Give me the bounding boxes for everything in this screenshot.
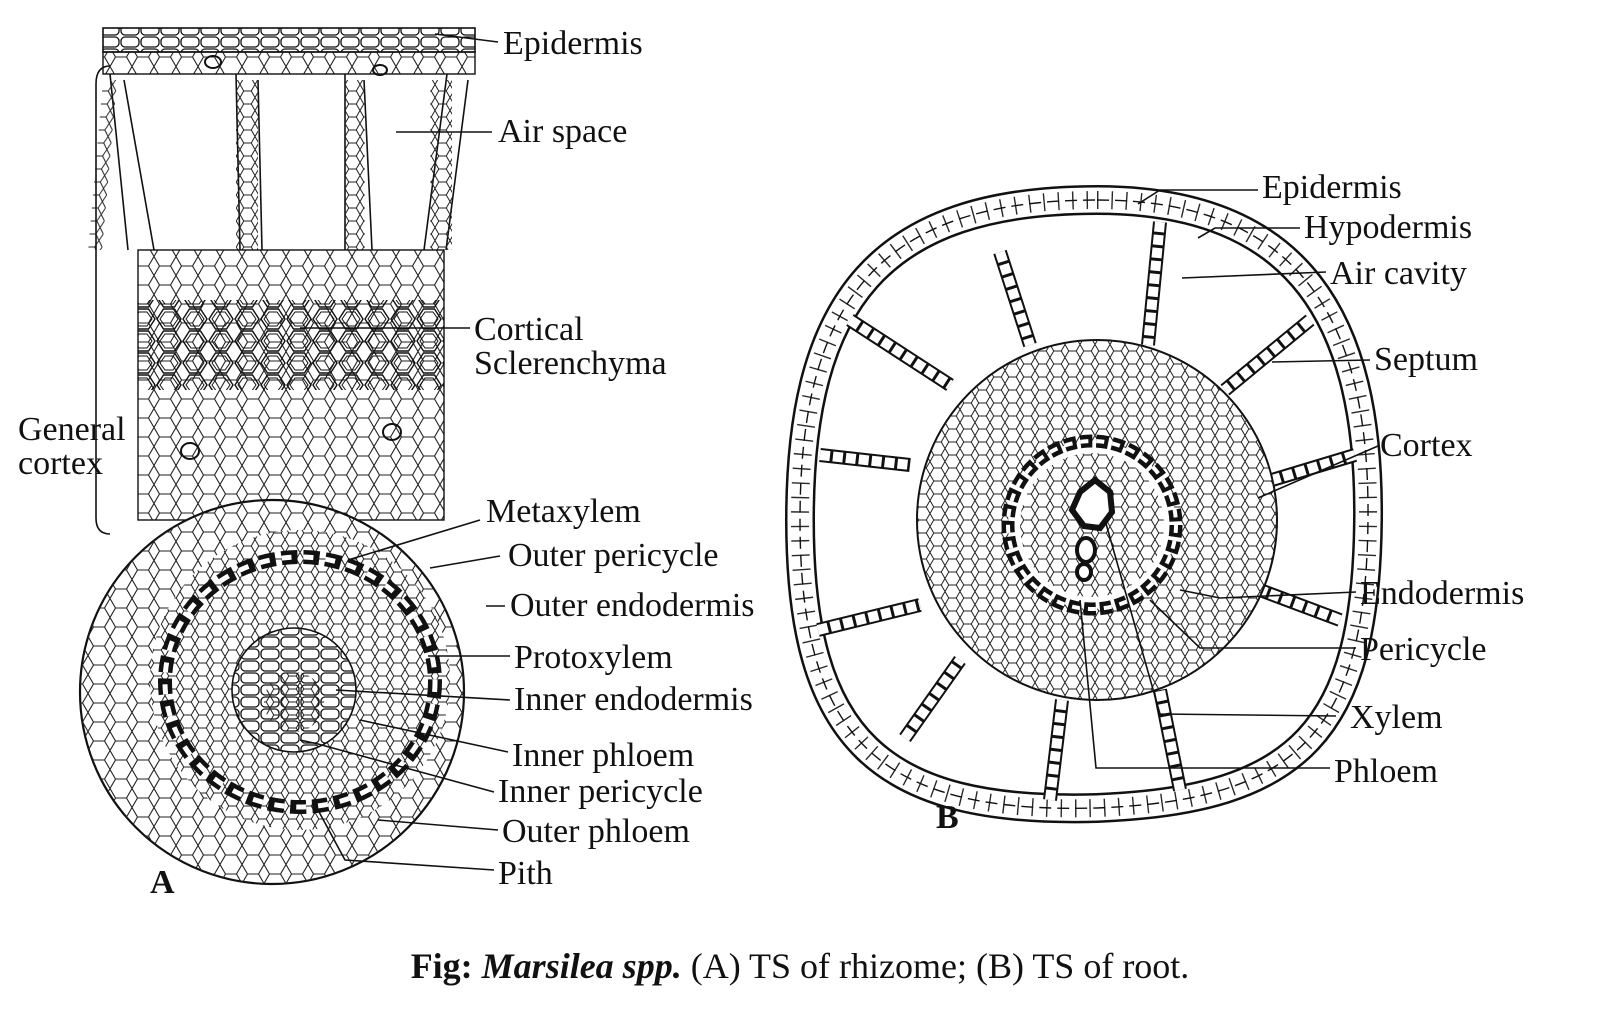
root-drawing [784,184,1384,824]
caption-text: (A) TS of rhizome; (B) TS of root. [690,946,1190,986]
panel-letter-a: A [150,864,175,901]
label-protoxylem: Protoxylem [514,639,673,676]
label-metaxylem: Metaxylem [486,493,641,530]
label-air-space: Air space [498,113,627,150]
label-general: General [18,411,126,448]
caption-species: Marsilea spp. [481,946,682,986]
label-sclerenchyma: Sclerenchyma [474,345,667,382]
label-inner-endodermis: Inner endodermis [514,681,753,718]
label-cortical: Cortical [474,311,584,348]
label-endodermis: Endodermis [1360,575,1524,612]
label-xylem: Xylem [1350,699,1443,736]
label-outer-pericycle: Outer pericycle [508,537,719,574]
panel-letter-b: B [936,799,959,836]
label-septum: Septum [1374,341,1478,378]
label-hypodermis: Hypodermis [1304,209,1472,246]
label-cortex-b: Cortex [1380,427,1473,464]
label-pith: Pith [498,855,553,892]
label-cortex-a: cortex [18,445,103,482]
caption-prefix: Fig: [410,946,473,986]
rhizome-leader-lines [299,33,511,871]
label-epidermis-b: Epidermis [1262,169,1402,206]
label-pericycle: Pericycle [1360,631,1487,668]
label-outer-phloem: Outer phloem [502,813,690,850]
label-phloem: Phloem [1334,753,1438,790]
label-inner-phloem: Inner phloem [512,737,694,774]
label-inner-pericycle: Inner pericycle [498,773,703,810]
label-air-cavity: Air cavity [1330,255,1467,292]
root-leader-lines [1079,189,1379,769]
rhizome-labels: Epidermis Air space Cortical Sclerenchym… [18,25,755,901]
rhizome-drawing [78,27,476,886]
label-epidermis-a: Epidermis [503,25,643,62]
root-labels: Epidermis Hypodermis Air cavity Septum C… [936,169,1524,836]
label-outer-endodermis: Outer endodermis [510,587,755,624]
figure-caption: Fig: Marsilea spp. (A) TS of rhizome; (B… [0,945,1600,987]
